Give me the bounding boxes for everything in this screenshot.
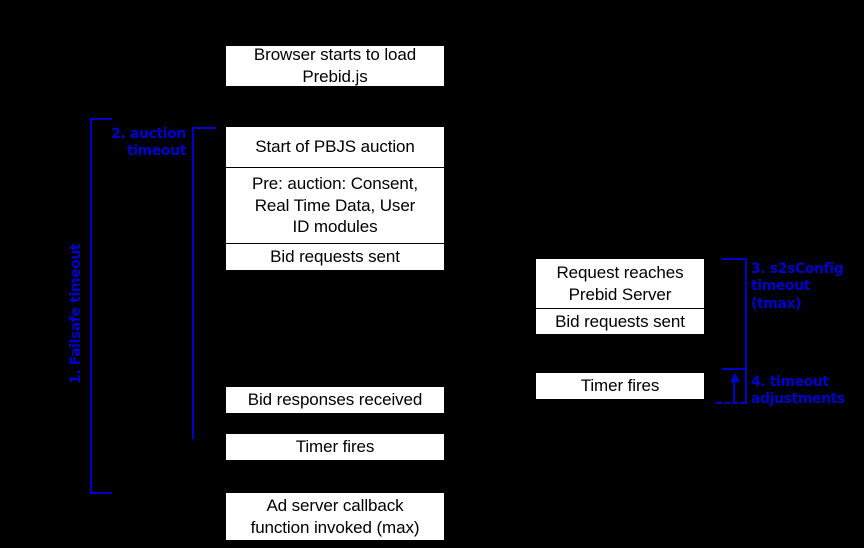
timeout-adjustments-label: 4. timeout adjustments [751,374,845,408]
s2sconfig-timeout-label: 3. s2sConfig timeout (tmax) [751,261,844,312]
box-server-bid-requests-sent: Bid requests sent [535,308,705,335]
pbjs-auction-group: Start of PBJS auction Pre: auction: Cons… [225,126,445,271]
failsafe-timeout-label: 1. Failsafe timeout [68,243,84,384]
failsafe-bracket-bottom-tick [90,492,112,494]
box-pbjs-auction-start: Start of PBJS auction [225,126,445,167]
box-timer-fires-server: Timer fires [535,372,705,400]
box-server-bid-requests-sent-label: Bid requests sent [555,311,685,331]
timeout-adjustments-dashed-baseline [716,402,746,404]
box-timer-fires-client-label: Timer fires [295,437,375,457]
box-bid-responses-received: Bid responses received [225,386,445,414]
timeout-adjustments-arrow-icon [730,373,740,402]
box-pre-auction-modules: Pre: auction: Consent,Real Time Data, Us… [225,167,445,243]
auction-timeout-bracket-top-tick [192,127,216,129]
timeout-adjustments-bracket-spine [745,368,747,404]
failsafe-bracket-top-tick [90,118,112,120]
box-timer-fires-server-label: Timer fires [580,376,660,396]
failsafe-bracket-spine [90,118,92,494]
auction-timeout-bracket-spine [192,127,194,439]
s2sconfig-bracket-bottom-tick [722,368,747,370]
box-timer-fires-client: Timer fires [225,433,445,461]
box-bid-requests-sent-label: Bid requests sent [270,247,400,267]
s2sconfig-bracket-spine [745,258,747,370]
box-bid-responses-received-label: Bid responses received [247,390,423,410]
s2sconfig-bracket-top-tick [722,258,747,260]
box-pre-auction-modules-label: Pre: auction: Consent,Real Time Data, Us… [251,173,418,237]
box-pbjs-auction-start-label: Start of PBJS auction [255,137,415,157]
box-bid-requests-sent: Bid requests sent [225,243,445,271]
auction-timeout-label: 2. auction timeout [111,126,186,160]
